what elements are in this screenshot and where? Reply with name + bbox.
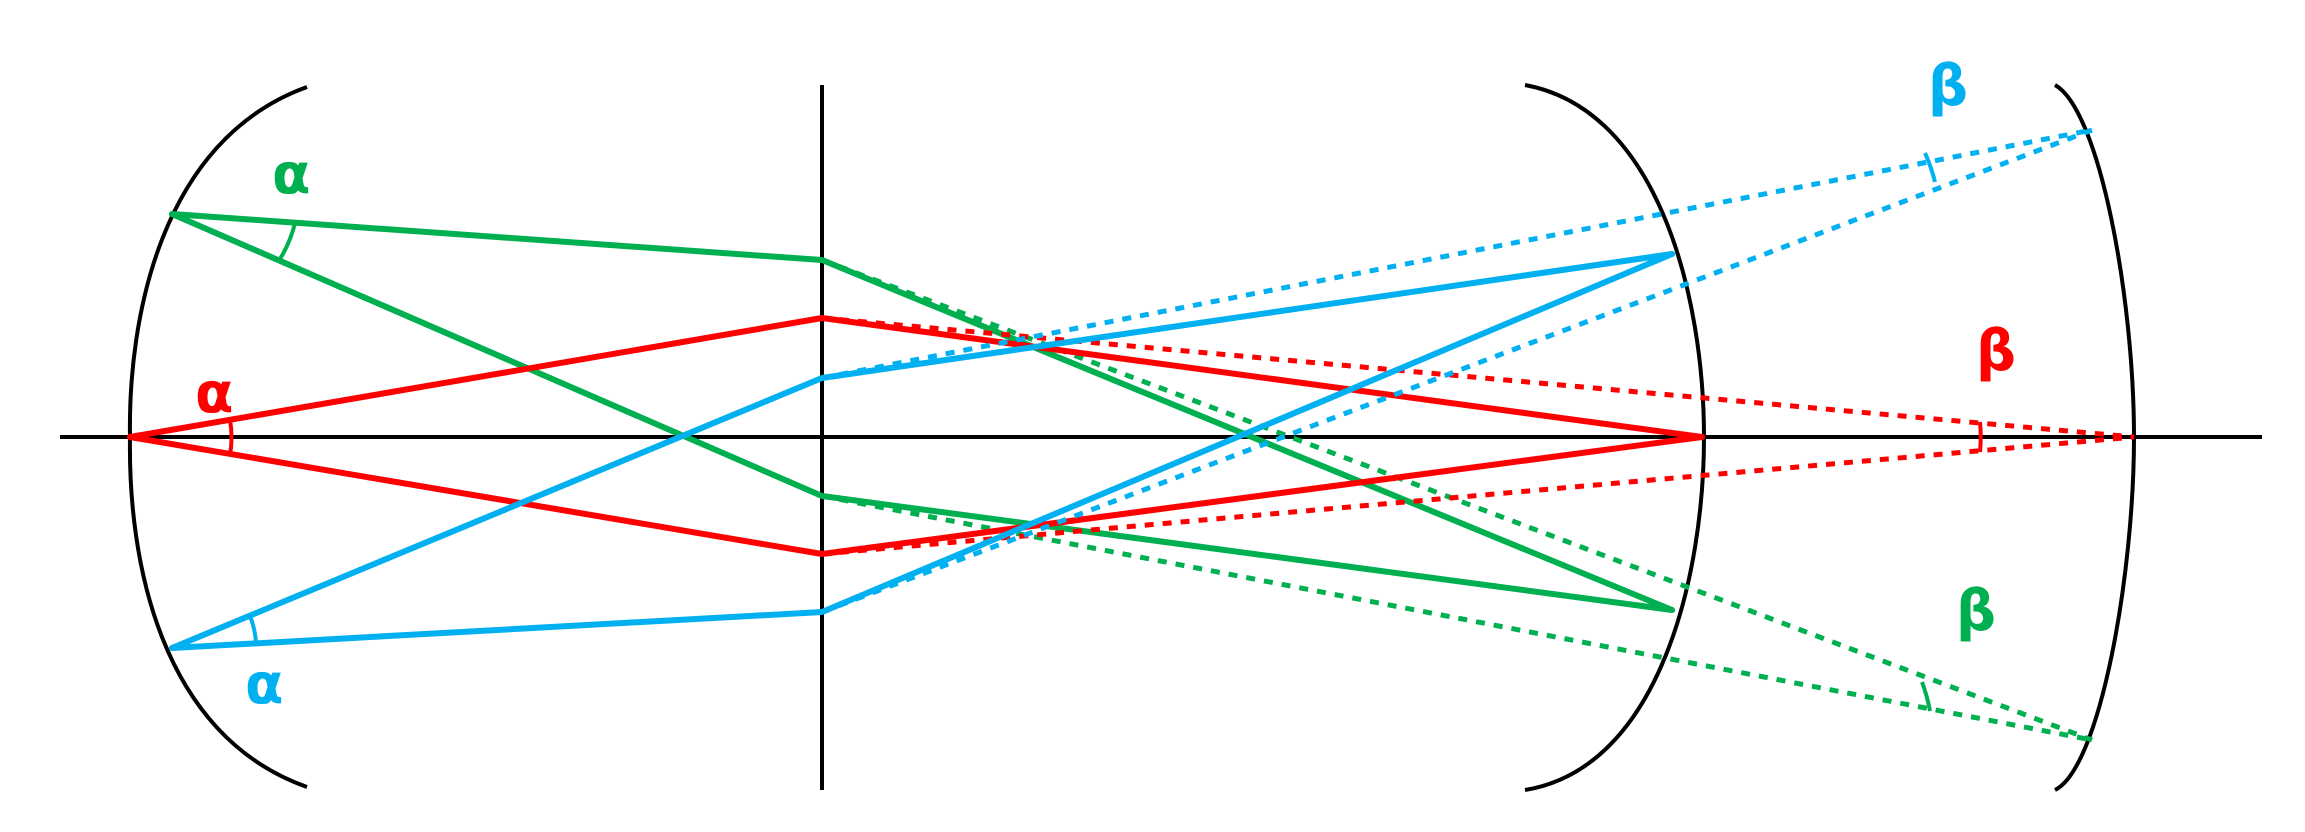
alpha-label-red: α bbox=[195, 361, 233, 426]
beta-label-green: β bbox=[1956, 579, 1996, 644]
alpha-label-green: α bbox=[272, 142, 310, 207]
blue-beta-angle-arc bbox=[1923, 152, 1937, 183]
beta-label-blue: β bbox=[1928, 54, 1968, 119]
green-rays bbox=[169, 211, 2093, 743]
red-ray-upper bbox=[127, 315, 1705, 440]
green-ray-upper bbox=[169, 211, 1675, 613]
red-ray-lower-extension bbox=[821, 434, 2135, 557]
beta-label-red: β bbox=[1976, 319, 2016, 384]
structure bbox=[60, 83, 2262, 792]
green-alpha-angle-arc bbox=[278, 222, 297, 261]
blue-ray-lower-extension bbox=[821, 127, 2093, 615]
green-beta-angle-arc bbox=[1920, 681, 1932, 712]
blue-rays bbox=[169, 127, 2093, 651]
angle-labels: α α α β β β bbox=[195, 54, 2016, 717]
alpha-label-blue: α bbox=[245, 652, 283, 717]
green-ray-lower bbox=[169, 211, 1675, 613]
red-alpha-angle-arc bbox=[228, 419, 234, 456]
red-beta-angle-arc bbox=[1978, 421, 1983, 453]
blue-alpha-angle-arc bbox=[248, 615, 258, 645]
green-ray-upper-extension bbox=[821, 257, 2093, 743]
red-ray-lower bbox=[127, 434, 1705, 557]
